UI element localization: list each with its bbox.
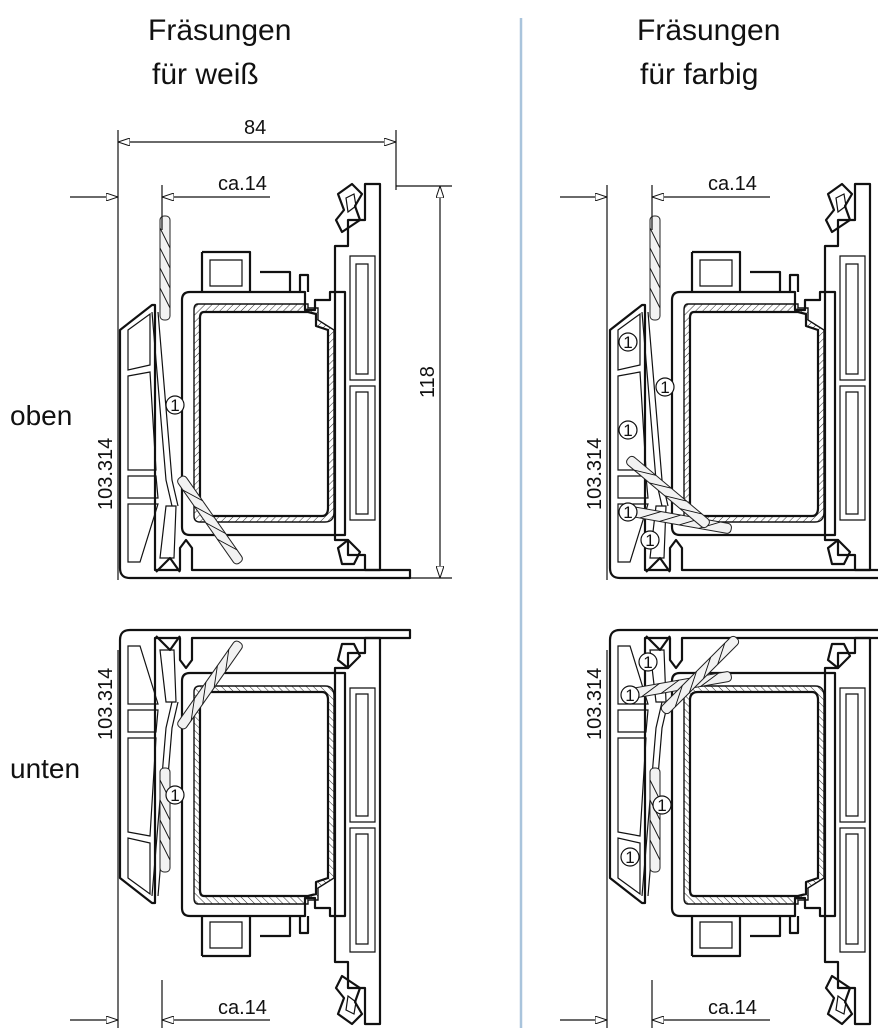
profile-number: 103.314 [584, 438, 606, 510]
row-label-top: oben [10, 400, 72, 431]
profile-number: 103.314 [95, 438, 117, 510]
dimension-offset: ca.14 [708, 173, 757, 195]
column-title-right-line1: Fräsungen [637, 14, 780, 47]
profile-number: 103.314 [95, 668, 117, 740]
dimension-offset: ca.14 [218, 997, 267, 1019]
profile-number: 103.314 [584, 668, 606, 740]
svg-text:1: 1 [623, 503, 632, 522]
svg-text:1: 1 [660, 378, 669, 397]
part-marker: 1 [618, 420, 638, 440]
section-top-white: 1 84 ca.14 118 103.314 [70, 117, 452, 580]
part-marker: 1 [652, 795, 672, 815]
part-marker: 1 [165, 395, 185, 415]
row-label-bottom: unten [10, 753, 80, 784]
column-title-left-line1: Fräsungen [148, 14, 291, 47]
svg-text:1: 1 [645, 531, 654, 550]
section-bottom-colored: 1 1 1 1 ca.14 103.314 [560, 628, 878, 1028]
svg-text:1: 1 [657, 796, 666, 815]
part-marker: 1 [638, 652, 658, 672]
dimension-width: 84 [244, 117, 266, 139]
section-bottom-white: 1 ca.14 103.314 [70, 628, 412, 1028]
dimension-height: 118 [417, 366, 439, 398]
part-marker: 1 [640, 530, 660, 550]
svg-text:1: 1 [625, 848, 634, 867]
svg-text:1: 1 [625, 686, 634, 705]
part-marker: 1 [620, 847, 640, 867]
svg-text:1: 1 [623, 421, 632, 440]
svg-text:1: 1 [623, 333, 632, 352]
part-marker: 1 [618, 332, 638, 352]
dimension-offset: ca.14 [218, 173, 267, 195]
dimension-offset: ca.14 [708, 997, 757, 1019]
part-marker: 1 [620, 685, 640, 705]
part-marker: 1 [655, 377, 675, 397]
section-top-colored: 1 1 1 1 1 ca.14 103.314 [560, 173, 878, 580]
svg-text:1: 1 [643, 653, 652, 672]
part-marker: 1 [618, 502, 638, 522]
column-title-right-line2: für farbig [640, 58, 758, 91]
part-marker: 1 [165, 785, 185, 805]
svg-text:1: 1 [170, 396, 179, 415]
column-title-left-line2: für weiß [152, 58, 259, 91]
svg-text:1: 1 [170, 786, 179, 805]
